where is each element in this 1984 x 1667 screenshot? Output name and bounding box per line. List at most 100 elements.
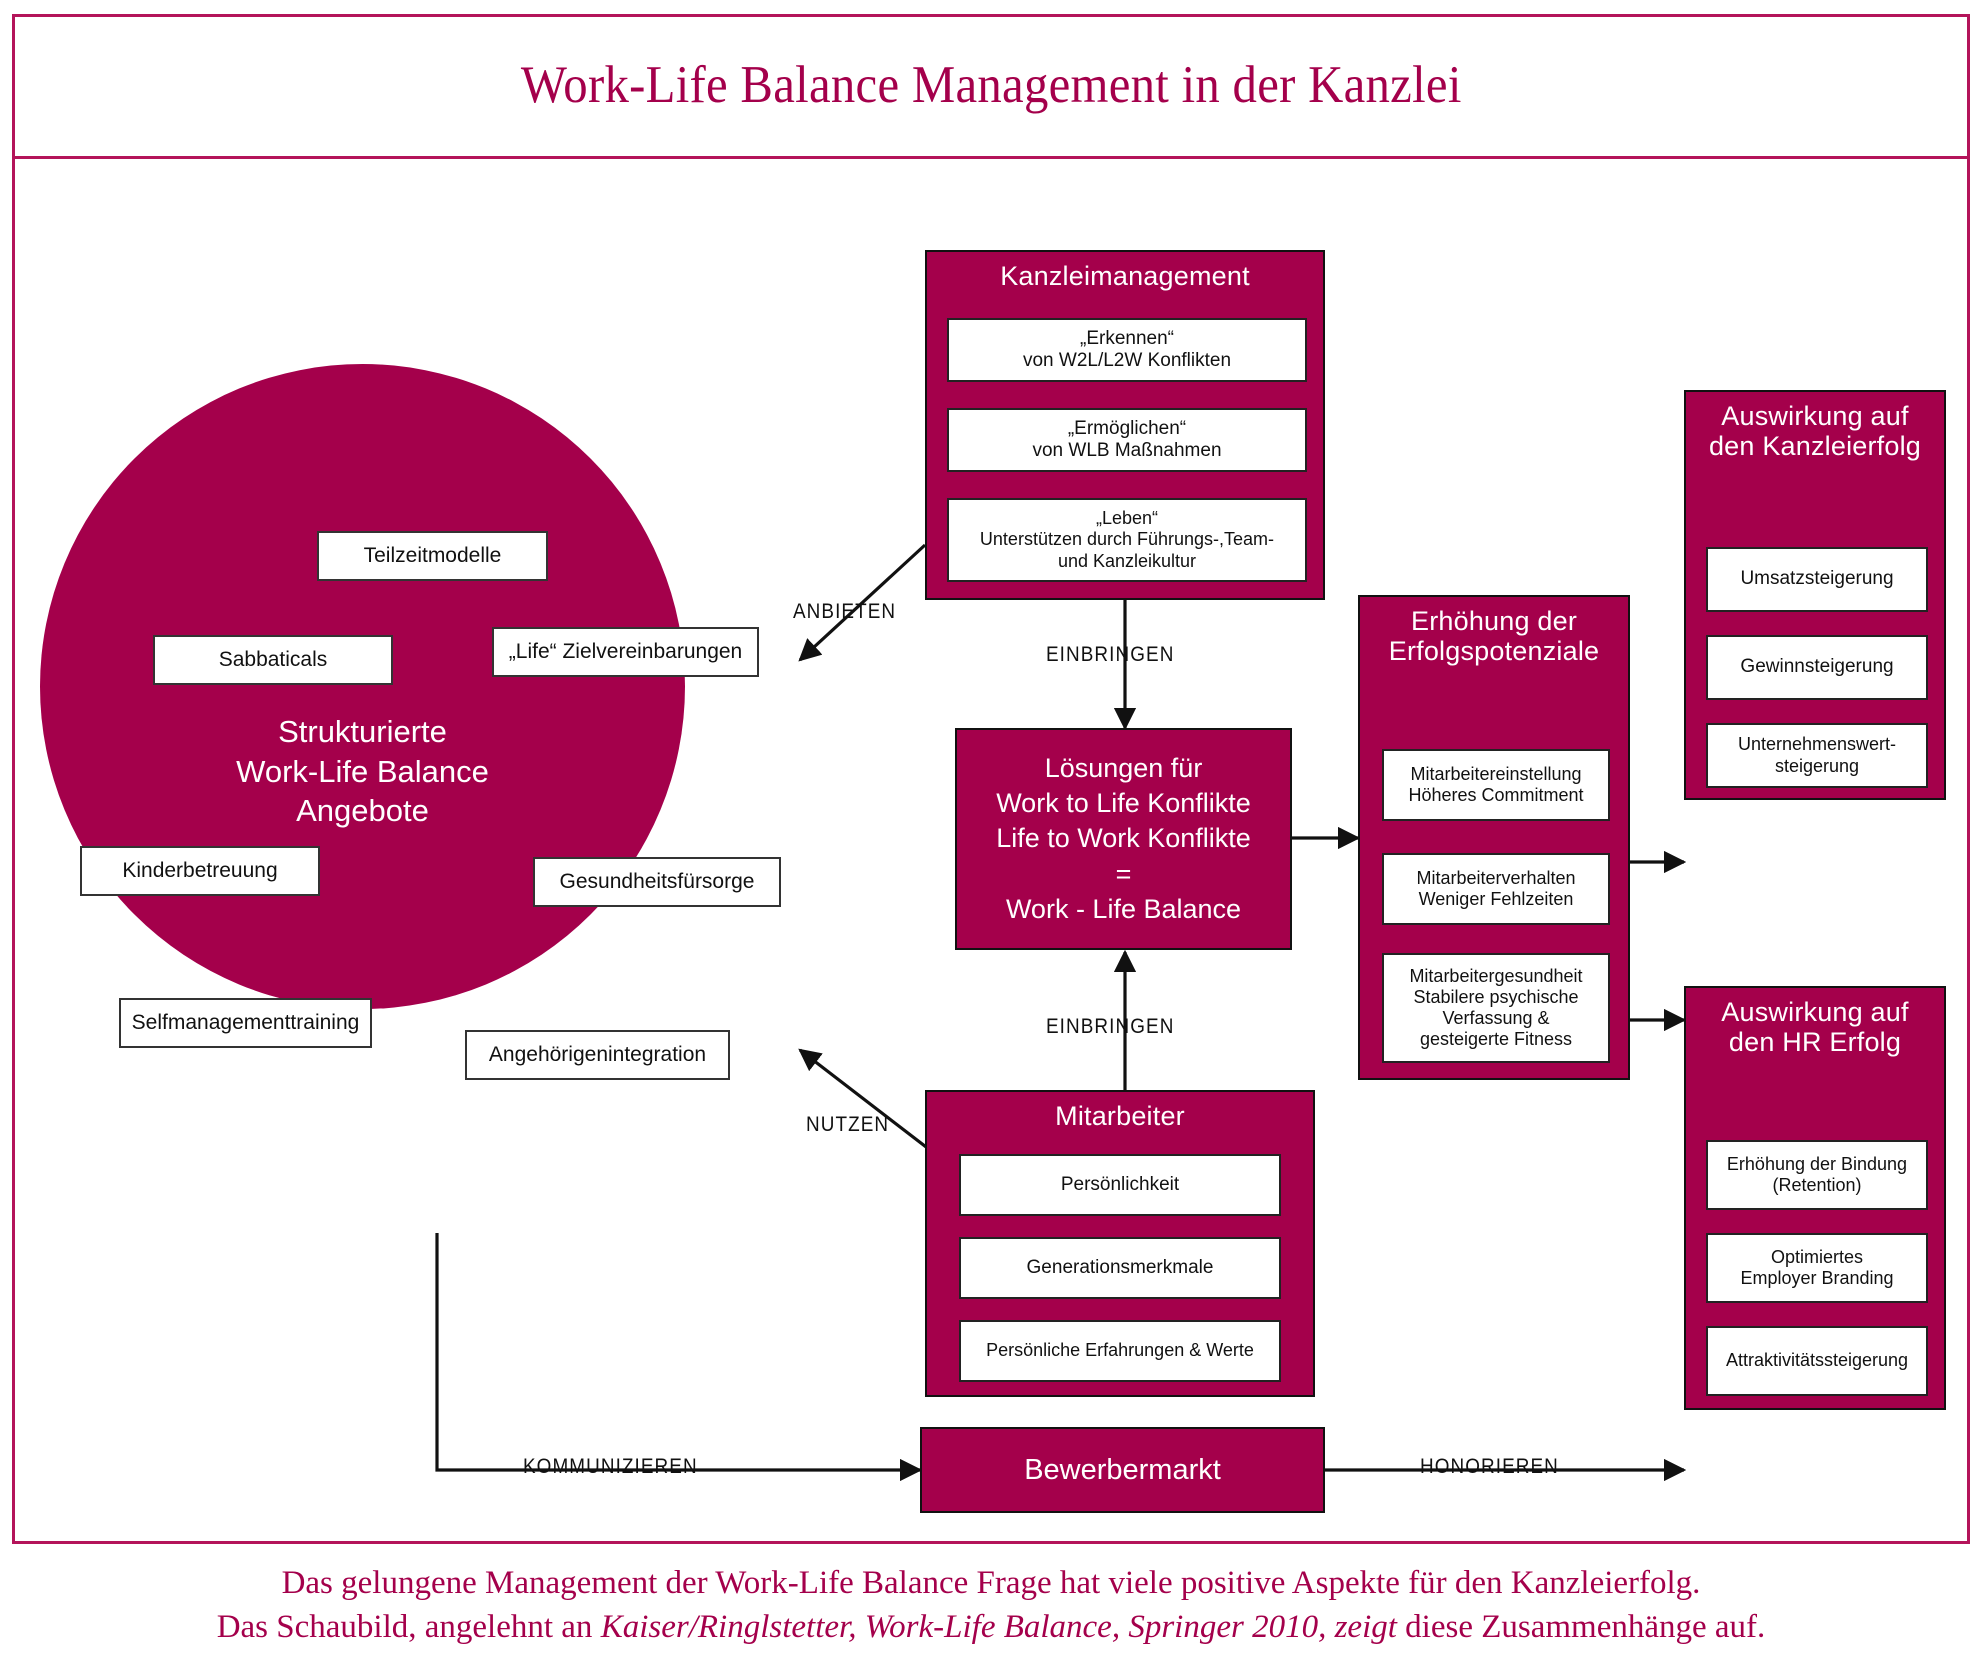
item-line-1: Mitarbeitereinstellung bbox=[1410, 763, 1582, 784]
solutions-line-5: Work - Life Balance bbox=[1005, 893, 1242, 924]
solutions-panel[interactable]: Lösungen für Work to Life Konflikte Life… bbox=[955, 728, 1292, 950]
kanzleimanagement-panel[interactable]: Kanzleimanagement „Erkennen“ von W2L/L2W… bbox=[925, 250, 1325, 600]
circle-title: Strukturierte Work-Life Balance Angebote bbox=[40, 712, 685, 831]
circle-title-line-2: Work-Life Balance bbox=[236, 753, 489, 789]
chip-selfmanagementtraining[interactable]: Selfmanagementtraining bbox=[119, 998, 372, 1048]
kanzleierfolg-panel[interactable]: Auswirkung auf den Kanzleierfolg Umsatzs… bbox=[1684, 390, 1946, 800]
item-line-1: Optimiertes bbox=[1770, 1246, 1864, 1267]
diagram-frame bbox=[12, 14, 1970, 1544]
item-line-2: Höheres Commitment bbox=[1408, 785, 1584, 805]
kanzleierfolg-item-gewinn[interactable]: Gewinnsteigerung bbox=[1706, 635, 1928, 700]
mitarbeiter-item-erfahrungen-werte[interactable]: Persönliche Erfahrungen & Werte bbox=[959, 1320, 1281, 1382]
item-line-2: (Retention) bbox=[1772, 1175, 1862, 1195]
hr-erfolg-title: Auswirkung auf den HR Erfolg bbox=[1686, 988, 1944, 1064]
circle-title-line-3: Angebote bbox=[296, 793, 429, 829]
caption-line-2-b: diese Zusammenhänge auf. bbox=[1396, 1608, 1766, 1645]
item-label: Persönliche Erfahrungen & Werte bbox=[986, 1340, 1254, 1361]
item-line-1: Erhöhung der Bindung bbox=[1726, 1153, 1908, 1174]
chip-kinderbetreuung[interactable]: Kinderbetreuung bbox=[80, 846, 320, 896]
item-line-2: von W2L/L2W Konflikten bbox=[1022, 350, 1232, 371]
item-line-4: gesteigerte Fitness bbox=[1419, 1029, 1573, 1050]
erfolgspotenziale-item-verhalten[interactable]: Mitarbeiterverhalten Weniger Fehlzeiten bbox=[1382, 853, 1610, 925]
kanzleierfolg-item-umsatz[interactable]: Umsatzsteigerung bbox=[1706, 547, 1928, 612]
caption-line-2: Das Schaubild, angelehnt an Kaiser/Ringl… bbox=[12, 1606, 1970, 1650]
title-line-1: Auswirkung auf bbox=[1721, 997, 1909, 1027]
erfolgspotenziale-item-einstellung[interactable]: Mitarbeitereinstellung Höheres Commitmen… bbox=[1382, 749, 1610, 821]
item-line-1: Gewinnsteigerung bbox=[1740, 656, 1894, 678]
bewerbermarkt-panel[interactable]: Bewerbermarkt bbox=[920, 1427, 1325, 1513]
item-line-1: „Erkennen“ bbox=[1080, 327, 1174, 349]
title-line-1: Auswirkung auf bbox=[1721, 401, 1909, 431]
circle-title-line-1: Strukturierte bbox=[278, 714, 447, 749]
flow-label-einbringen-top: EINBRINGEN bbox=[1046, 643, 1175, 666]
kanzleimanagement-title: Kanzleimanagement bbox=[1000, 261, 1250, 291]
item-line-1: Umsatzsteigerung bbox=[1740, 568, 1894, 590]
hr-erfolg-item-attraktivitaet[interactable]: Attraktivitätssteigerung bbox=[1706, 1326, 1928, 1396]
item-label: Persönlichkeit bbox=[1060, 1173, 1180, 1195]
solutions-line-1: Lösungen für bbox=[1044, 753, 1203, 784]
solutions-line-4: = bbox=[1115, 858, 1132, 889]
erfolgspotenziale-item-gesundheit[interactable]: Mitarbeitergesundheit Stabilere psychisc… bbox=[1382, 953, 1610, 1063]
chip-label: Kinderbetreuung bbox=[122, 859, 278, 882]
caption-line-1: Das gelungene Management der Work-Life B… bbox=[281, 1565, 1701, 1601]
flow-label-nutzen: NUTZEN bbox=[806, 1113, 890, 1136]
kanzleierfolg-item-unternehmenswert[interactable]: Unternehmenswert- steigerung bbox=[1706, 723, 1928, 788]
chip-angehoerigenintegration[interactable]: Angehörigenintegration bbox=[465, 1030, 730, 1080]
caption: Das gelungene Management der Work-Life B… bbox=[12, 1562, 1970, 1650]
flow-label-einbringen-bottom: EINBRINGEN bbox=[1046, 1015, 1175, 1038]
item-line-1: Mitarbeiterverhalten bbox=[1416, 867, 1576, 888]
title-line-2: Erfolgspotenziale bbox=[1388, 636, 1600, 667]
chip-label: Gesundheitsfürsorge bbox=[559, 870, 755, 893]
caption-line-2-a: Das Schaubild, angelehnt an bbox=[216, 1608, 601, 1645]
mitarbeiter-item-generationsmerkmale[interactable]: Generationsmerkmale bbox=[959, 1237, 1281, 1299]
caption-line-2-italic: Kaiser/Ringlstetter, Work-Life Balance, … bbox=[600, 1608, 1397, 1645]
wlb-offer-circle bbox=[40, 364, 685, 1009]
title-line-1: Erhöhung der bbox=[1410, 606, 1578, 636]
title-line-2: den HR Erfolg bbox=[1728, 1027, 1902, 1058]
solutions-line-2: Work to Life Konflikte bbox=[996, 788, 1251, 819]
kanzleierfolg-title: Auswirkung auf den Kanzleierfolg bbox=[1686, 392, 1944, 468]
page-title: Work-Life Balance Management in der Kanz… bbox=[520, 56, 1462, 114]
chip-life-zielvereinbarungen[interactable]: „Life“ Zielvereinbarungen bbox=[492, 627, 759, 677]
mitarbeiter-item-persoenlichkeit[interactable]: Persönlichkeit bbox=[959, 1154, 1281, 1216]
item-line-1: „Leben“ bbox=[1095, 508, 1159, 529]
item-line-2: steigerung bbox=[1774, 755, 1860, 776]
erfolgspotenziale-title: Erhöhung der Erfolgspotenziale bbox=[1360, 597, 1628, 673]
item-line-1: „Ermöglichen“ bbox=[1067, 417, 1187, 439]
title-line-2: den Kanzleierfolg bbox=[1708, 431, 1922, 462]
flow-label-anbieten: ANBIETEN bbox=[793, 600, 897, 623]
chip-label: Teilzeitmodelle bbox=[363, 544, 502, 567]
item-line-2: von WLB Maßnahmen bbox=[1032, 440, 1222, 461]
item-line-1: Mitarbeitergesundheit bbox=[1409, 965, 1583, 986]
item-label: Generationsmerkmale bbox=[1026, 1256, 1214, 1278]
chip-label: Selfmanagementtraining bbox=[131, 1011, 360, 1034]
chip-label: Sabbaticals bbox=[218, 648, 328, 671]
flow-label-honorieren: HONORIEREN bbox=[1420, 1455, 1559, 1478]
chip-label: Angehörigenintegration bbox=[488, 1043, 707, 1066]
item-line-3: und Kanzleikultur bbox=[1057, 550, 1197, 571]
chip-label: „Life“ Zielvereinbarungen bbox=[508, 640, 743, 663]
chip-gesundheitsfuersorge[interactable]: Gesundheitsfürsorge bbox=[533, 857, 781, 907]
kanzleimanagement-item-leben[interactable]: „Leben“ Unterstützen durch Führungs-,Tea… bbox=[947, 498, 1307, 582]
mitarbeiter-panel[interactable]: Mitarbeiter Persönlichkeit Generationsme… bbox=[925, 1090, 1315, 1397]
kanzleimanagement-item-ermoeglichen[interactable]: „Ermöglichen“ von WLB Maßnahmen bbox=[947, 408, 1307, 472]
flow-label-kommunizieren: KOMMUNIZIEREN bbox=[523, 1455, 698, 1478]
item-line-2: Employer Branding bbox=[1740, 1268, 1894, 1288]
bewerbermarkt-title: Bewerbermarkt bbox=[1024, 1453, 1221, 1486]
item-line-3: Verfassung & bbox=[1442, 1008, 1550, 1028]
item-line-1: Unternehmenswert- bbox=[1737, 734, 1897, 755]
chip-sabbaticals[interactable]: Sabbaticals bbox=[153, 635, 393, 685]
kanzleimanagement-item-erkennen[interactable]: „Erkennen“ von W2L/L2W Konflikten bbox=[947, 318, 1307, 382]
hr-erfolg-panel[interactable]: Auswirkung auf den HR Erfolg Erhöhung de… bbox=[1684, 986, 1946, 1410]
solutions-line-3: Life to Work Konflikte bbox=[996, 823, 1251, 854]
item-line-2: Weniger Fehlzeiten bbox=[1418, 889, 1574, 909]
item-line-1: Attraktivitätssteigerung bbox=[1725, 1350, 1909, 1371]
mitarbeiter-title: Mitarbeiter bbox=[1055, 1101, 1185, 1131]
title-bar: Work-Life Balance Management in der Kanz… bbox=[12, 14, 1970, 159]
hr-erfolg-item-bindung[interactable]: Erhöhung der Bindung (Retention) bbox=[1706, 1140, 1928, 1210]
erfolgspotenziale-panel[interactable]: Erhöhung der Erfolgspotenziale Mitarbeit… bbox=[1358, 595, 1630, 1080]
item-line-2: Unterstützen durch Führungs-,Team- bbox=[979, 529, 1275, 550]
item-line-2: Stabilere psychische bbox=[1413, 986, 1579, 1007]
chip-teilzeitmodelle[interactable]: Teilzeitmodelle bbox=[317, 531, 548, 581]
hr-erfolg-item-employer-branding[interactable]: Optimiertes Employer Branding bbox=[1706, 1233, 1928, 1303]
